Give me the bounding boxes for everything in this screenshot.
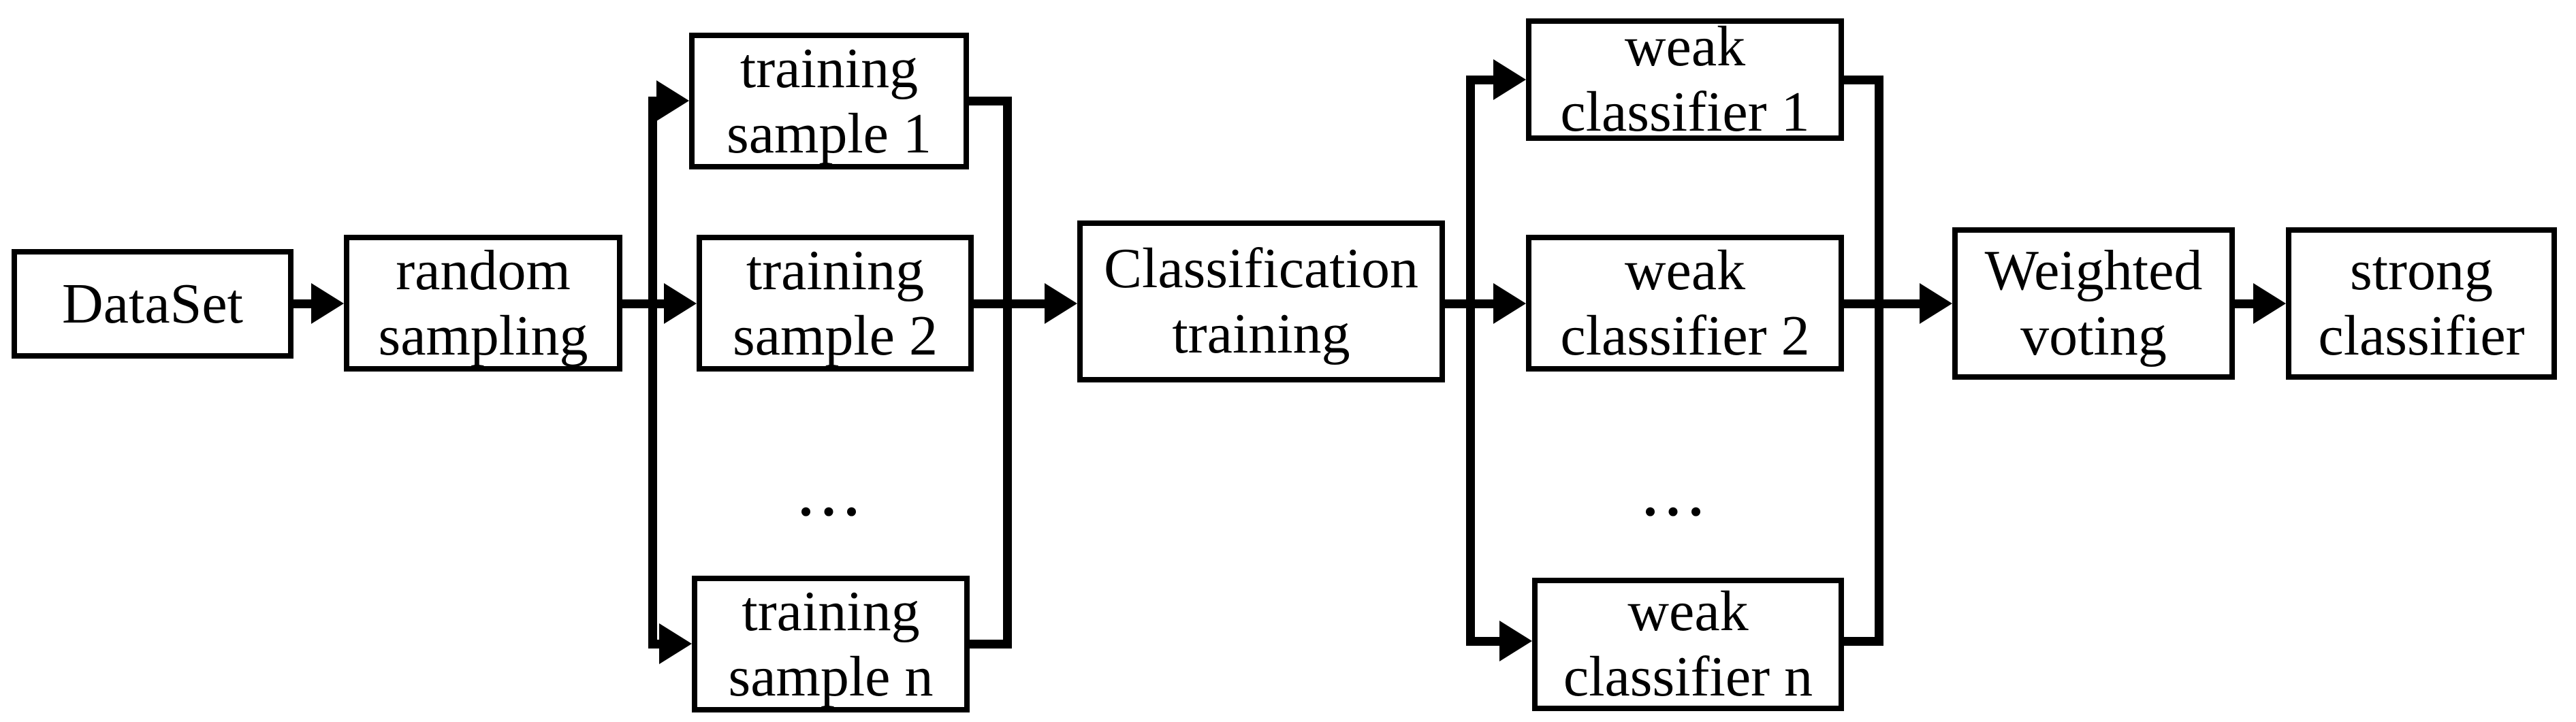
connector-merge-to-classification-training [1003, 299, 1049, 308]
node-training-sample-n: training sample n [692, 576, 970, 712]
connector-branch-to-weak-classifier-n [1466, 637, 1503, 646]
arrowhead-into-weak-classifier-n-icon [1499, 621, 1532, 661]
node-dataset: DataSet [12, 249, 293, 359]
node-weak-classifier-n: weak classifier n [1532, 578, 1844, 711]
arrowhead-into-weak-classifier-1-icon [1493, 59, 1526, 100]
merge-rail-training-samples [1003, 97, 1012, 649]
node-weighted-voting: Weighted voting [1952, 227, 2235, 380]
branch-rail-weak-classifiers [1466, 76, 1475, 646]
connector-dataset-to-random-sampling [293, 299, 315, 308]
arrowhead-into-weighted-voting-icon [1920, 283, 1952, 324]
node-weak-classifier-2: weak classifier 2 [1526, 235, 1844, 372]
merge-rail-weak-classifiers [1875, 76, 1883, 646]
connector-weak-classifier-2-out [1844, 299, 1883, 308]
node-random-sampling: random sampling [344, 235, 622, 372]
node-classification-training: Classification training [1077, 220, 1445, 382]
connector-training-sample-2-out [974, 299, 1012, 308]
branch-rail-training-samples [648, 97, 657, 649]
node-strong-classifier: strong classifier [2286, 227, 2557, 380]
node-training-sample-2: training sample 2 [697, 235, 974, 372]
connector-random-sampling-to-branch [622, 299, 667, 308]
arrowhead-into-training-sample-1-icon [656, 80, 689, 121]
ellipsis-weak-classifiers: ... [1640, 448, 1710, 531]
connector-weak-classifier-n-out [1844, 637, 1883, 646]
node-training-sample-1: training sample 1 [689, 33, 969, 169]
arrowhead-into-strong-classifier-icon [2253, 283, 2286, 324]
arrowhead-into-training-sample-n-icon [659, 623, 692, 664]
ellipsis-training-samples: ... [796, 448, 865, 531]
connector-training-sample-n-out [970, 640, 1012, 649]
connector-weak-classifier-1-out [1844, 76, 1883, 84]
node-weak-classifier-1: weak classifier 1 [1526, 15, 1844, 144]
arrowhead-into-weak-classifier-2-icon [1493, 283, 1526, 324]
arrowhead-into-random-sampling-icon [311, 283, 344, 324]
arrowhead-into-training-sample-2-icon [664, 283, 697, 324]
connector-merge-to-weighted-voting [1875, 299, 1923, 308]
arrowhead-into-classification-training-icon [1045, 283, 1077, 324]
connector-weighted-voting-to-strong-classifier [2235, 299, 2257, 308]
connector-training-sample-1-out [969, 97, 1012, 105]
